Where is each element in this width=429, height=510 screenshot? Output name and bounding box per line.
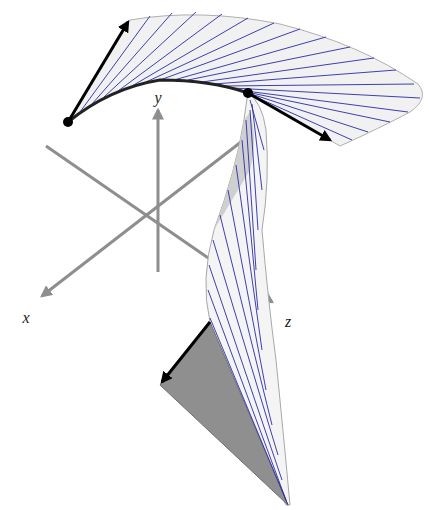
axis-label: y [153, 90, 162, 106]
y-axis [157, 110, 160, 272]
fold-shading [214, 112, 254, 230]
tangent-arrow [162, 322, 210, 382]
lower-rulings [208, 100, 288, 505]
tangent-arrow [248, 93, 330, 140]
curve-point [243, 88, 253, 98]
axis-label: x [21, 310, 30, 326]
tangent-arrow [68, 22, 128, 122]
axis-label: z [284, 314, 292, 330]
curve-point [63, 117, 73, 127]
base-curve [68, 80, 248, 122]
